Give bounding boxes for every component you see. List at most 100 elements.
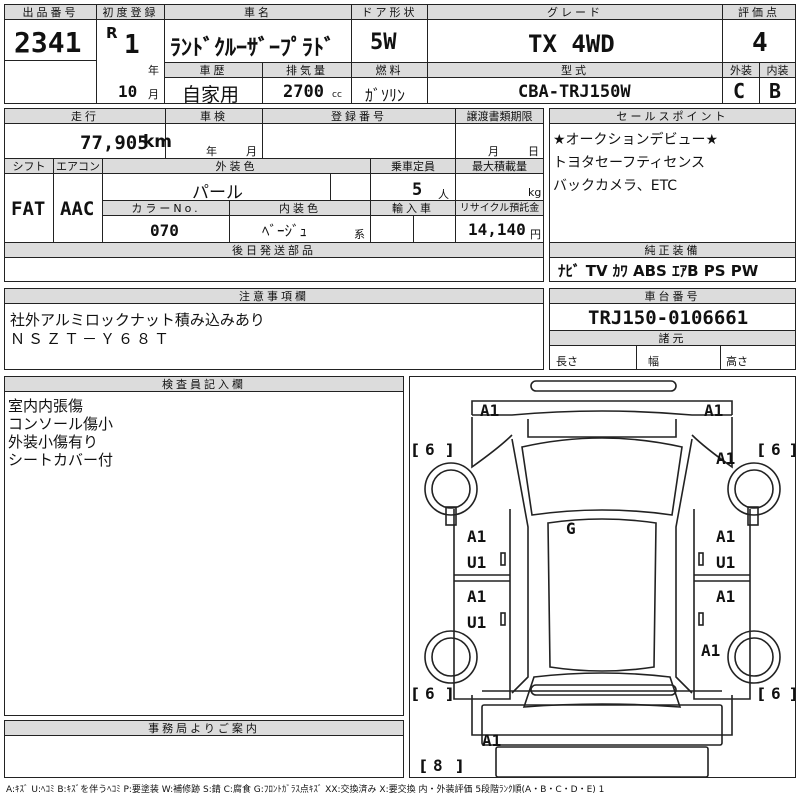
code-front-right: A1 xyxy=(704,401,724,420)
transfer-month-unit: 月 xyxy=(488,145,499,158)
inspector-header: 検査員記入欄 xyxy=(5,377,403,392)
notes-section xyxy=(4,288,544,370)
later-parts-header: 後日発送部品 xyxy=(5,243,543,258)
selling-point-3: バックカメラ、ETC xyxy=(553,178,678,194)
mileage-unit: km xyxy=(143,132,173,152)
height-label: 高さ xyxy=(726,355,748,368)
exterior-color: パール xyxy=(192,183,243,203)
code-left-rear-door-a: A1 xyxy=(467,587,487,606)
displacement: 2700 xyxy=(283,82,324,102)
model-code: CBA-TRJ150W xyxy=(518,82,631,102)
year-unit: 年 xyxy=(148,64,159,77)
code-right-quarter: A1 xyxy=(701,641,721,660)
inspector-section xyxy=(4,376,404,716)
office-section xyxy=(4,720,404,778)
header-section xyxy=(4,4,796,104)
inspector-line-3: 外装小傷有り xyxy=(8,433,99,451)
grade-header: グレード xyxy=(428,5,722,20)
selling-point-1: ★オークションデビュー★ xyxy=(553,132,719,148)
interior-grade: B xyxy=(769,79,782,103)
aircon: AAC xyxy=(60,198,95,220)
score-header: 評価点 xyxy=(723,5,795,20)
code-tire-fl: 6 xyxy=(425,440,435,459)
lot-number: 2341 xyxy=(14,26,82,59)
dimensions-header: 諸元 xyxy=(550,331,795,346)
damage-diagram: [ ] [ ] [ ] [ ] [ ] A1 A1 6 6 A1 G A1 U1… xyxy=(409,376,796,778)
car-name-header: 車名 xyxy=(165,5,351,20)
width-label: 幅 xyxy=(648,355,659,368)
office-header: 事務局よりご案内 xyxy=(5,721,403,736)
mileage: 77,905 xyxy=(80,132,149,154)
capacity-header: 乗車定員 xyxy=(371,159,455,174)
registration-month: 10 xyxy=(118,82,138,101)
interior-grade-header: 内装 xyxy=(760,63,795,78)
tire-rl-bracket-close: ] xyxy=(446,685,453,703)
max-load-unit: kg xyxy=(528,186,542,199)
tire-rr-bracket: [ xyxy=(758,685,765,703)
first-registration-header: 初度登録 xyxy=(97,5,164,20)
recycle-unit: 円 xyxy=(530,228,541,241)
fuel: ｶﾞｿﾘﾝ xyxy=(365,86,406,105)
mileage-header: 走行 xyxy=(5,109,165,124)
car-outline: [ ] [ ] [ ] [ ] [ ] xyxy=(412,380,795,777)
specs-section xyxy=(4,108,544,282)
registration-year: 1 xyxy=(124,30,140,60)
inspection-header: 車検 xyxy=(166,109,262,124)
tire-fl-bracket-close: ] xyxy=(446,441,453,459)
chassis-number: TRJ150-0106661 xyxy=(588,307,749,329)
car-history: 自家用 xyxy=(182,84,240,106)
era: R xyxy=(106,24,118,42)
max-load-header: 最大積載量 xyxy=(456,159,543,174)
code-left-rear-door-u: U1 xyxy=(467,613,487,632)
capacity: 5 xyxy=(412,180,423,200)
tire-fl-bracket: [ xyxy=(412,441,419,459)
code-right-front-door-a: A1 xyxy=(716,527,736,546)
color-number-header: カラーNo. xyxy=(103,201,229,216)
code-right-rear-door: A1 xyxy=(716,587,736,606)
recycle-header: リサイクル預託金 xyxy=(456,201,543,216)
code-left-front-door-u: U1 xyxy=(467,553,487,572)
grade: TX 4WD xyxy=(528,30,615,58)
length-label: 長さ xyxy=(556,355,578,368)
exterior-grade: C xyxy=(733,79,746,103)
transfer-deadline-header: 譲渡書類期限 xyxy=(456,109,543,124)
lot-number-header: 出品番号 xyxy=(5,5,96,20)
code-left-front-door-a: A1 xyxy=(467,527,487,546)
tire-fr-bracket: [ xyxy=(758,441,765,459)
tire-fr-bracket-close: ] xyxy=(790,441,795,459)
code-tire-fr: 6 xyxy=(771,440,781,459)
inspector-line-1: 室内内張傷 xyxy=(8,397,84,415)
code-right-front-fender: A1 xyxy=(716,449,736,468)
interior-color: ﾍﾞｰｼﾞｭ xyxy=(262,222,308,240)
car-name: ﾗﾝﾄﾞｸﾙｰｻﾞｰﾌﾟﾗﾄﾞ xyxy=(170,36,336,61)
history-header: 車歴 xyxy=(165,63,262,78)
score: 4 xyxy=(752,28,768,58)
import-header: 輸入車 xyxy=(371,201,455,216)
spare-bracket-close: ] xyxy=(456,757,463,775)
equipment-list: ﾅﾋﾞ TV ｶﾜ ABS ｴｱB PS PW xyxy=(558,262,759,280)
chassis-section xyxy=(549,288,796,370)
code-tire-rl: 6 xyxy=(425,684,435,703)
registration-number-header: 登録番号 xyxy=(263,109,455,124)
note-line-2: ＮＳＺＴ－Ｙ６８Ｔ xyxy=(10,330,173,348)
shift-header: シフト xyxy=(5,159,53,174)
model-header: 型式 xyxy=(428,63,722,78)
displacement-unit: cc xyxy=(332,90,342,100)
code-rear: A1 xyxy=(482,731,502,750)
code-right-front-door-u: U1 xyxy=(716,553,736,572)
selling-points-header: セールスポイント xyxy=(550,109,795,124)
door-type-header: ドア形状 xyxy=(352,5,427,20)
fuel-header: 燃料 xyxy=(352,63,427,78)
interior-color-header: 内装色 xyxy=(230,201,370,216)
code-spare-tire: 8 xyxy=(433,756,443,775)
code-windshield: G xyxy=(566,519,576,538)
inspector-line-4: シートカバー付 xyxy=(8,451,114,469)
note-line-1: 社外アルミロックナット積み込みあり xyxy=(10,311,265,329)
inspector-line-2: コンソール傷小 xyxy=(8,415,114,433)
tire-rr-bracket-close: ] xyxy=(790,685,795,703)
code-front-left: A1 xyxy=(480,401,500,420)
selling-point-2: トヨタセーフティセンス xyxy=(553,155,706,171)
chassis-number-header: 車台番号 xyxy=(550,289,795,304)
notes-header: 注意事項欄 xyxy=(5,289,543,304)
code-tire-rr: 6 xyxy=(771,684,781,703)
